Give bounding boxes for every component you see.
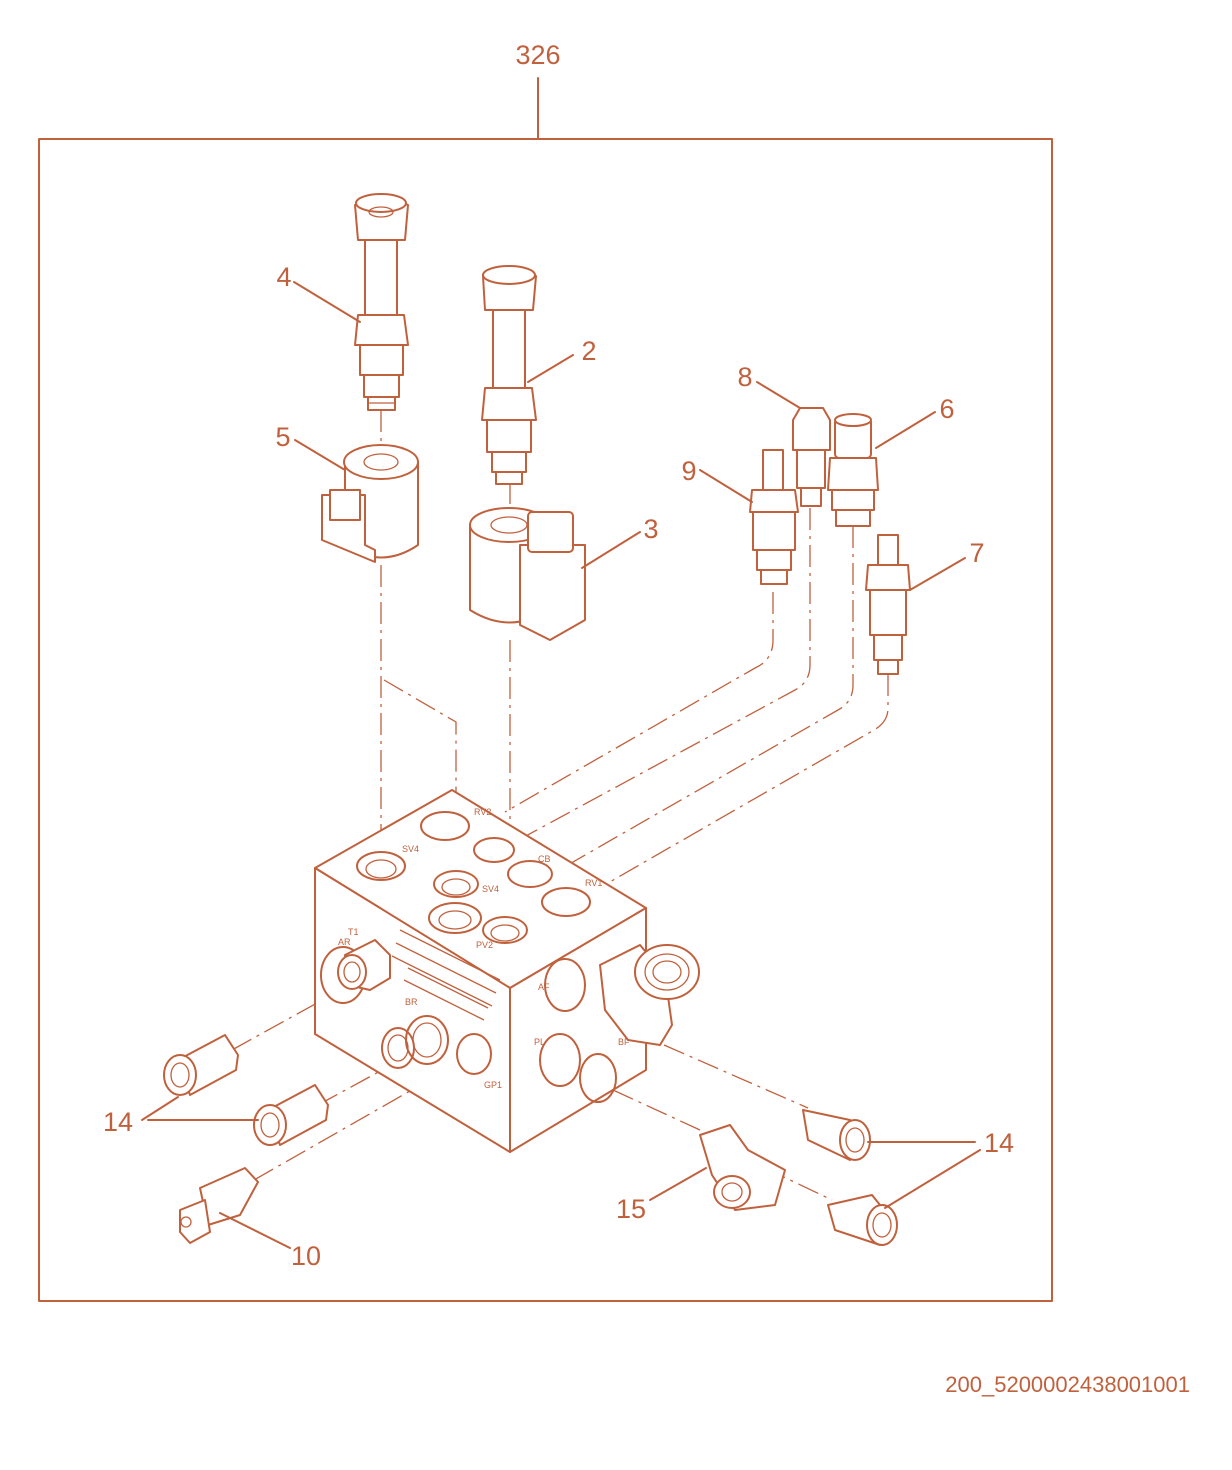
item-8-plug <box>792 407 831 507</box>
svg-text:AF: AF <box>538 982 550 992</box>
callout-9: 9 <box>681 456 696 486</box>
callout-3: 3 <box>643 514 658 544</box>
callout-8: 8 <box>737 362 752 392</box>
svg-text:PV2: PV2 <box>476 940 493 950</box>
svg-text:T1: T1 <box>348 927 359 937</box>
item-10-sensor <box>179 1167 259 1244</box>
drawing-id: 200_5200002438001001 <box>945 1372 1190 1397</box>
callout-10: 10 <box>291 1241 321 1271</box>
callout-6: 6 <box>939 394 954 424</box>
item-5-solenoid-coil <box>321 444 419 563</box>
callout-2: 2 <box>581 336 596 366</box>
t-port-elbow <box>599 944 700 1046</box>
callout-15: 15 <box>616 1194 646 1224</box>
svg-text:BF: BF <box>618 1037 630 1047</box>
svg-text:RV1: RV1 <box>585 878 602 888</box>
block-engraving <box>391 929 501 1021</box>
item-14-fitting-lower-left <box>253 1084 329 1146</box>
callout-7: 7 <box>969 538 984 568</box>
item-14-fitting-upper-left <box>163 1034 239 1096</box>
top-face-ports: SV4 RV2 CB RV1 SV4 PV2 <box>356 807 602 950</box>
svg-text:RV2: RV2 <box>474 807 491 817</box>
item-6-relief-cartridge <box>827 413 879 527</box>
assembly-label: 326 <box>515 40 560 70</box>
svg-text:AR: AR <box>338 937 351 947</box>
item-9-cartridge-valve <box>749 449 799 585</box>
assembly-frame <box>38 138 1053 1302</box>
manifold-block: SV4 RV2 CB RV1 SV4 PV2 <box>314 789 700 1153</box>
callout-leaders <box>141 281 981 1249</box>
item-2-solenoid-cartridge <box>481 265 537 485</box>
callout-5: 5 <box>275 422 290 452</box>
svg-text:CB: CB <box>538 854 551 864</box>
svg-text:BR: BR <box>405 997 418 1007</box>
item-3-solenoid-coil <box>469 507 586 641</box>
svg-text:GP1: GP1 <box>484 1080 502 1090</box>
t1-fitting <box>337 939 391 991</box>
svg-text:SV4: SV4 <box>482 884 499 894</box>
svg-text:PL: PL <box>534 1037 545 1047</box>
item-14-fitting-lower-right <box>827 1194 898 1246</box>
callout-14-right: 14 <box>984 1128 1014 1158</box>
item-15-elbow-fitting <box>699 1124 786 1211</box>
callout-4: 4 <box>276 262 291 292</box>
callout-14-left: 14 <box>103 1107 133 1137</box>
item-4-solenoid-cartridge <box>354 193 409 411</box>
svg-text:SV4: SV4 <box>402 844 419 854</box>
item-14-fitting-upper-right <box>802 1109 871 1161</box>
item-7-relief-cartridge <box>865 534 911 675</box>
